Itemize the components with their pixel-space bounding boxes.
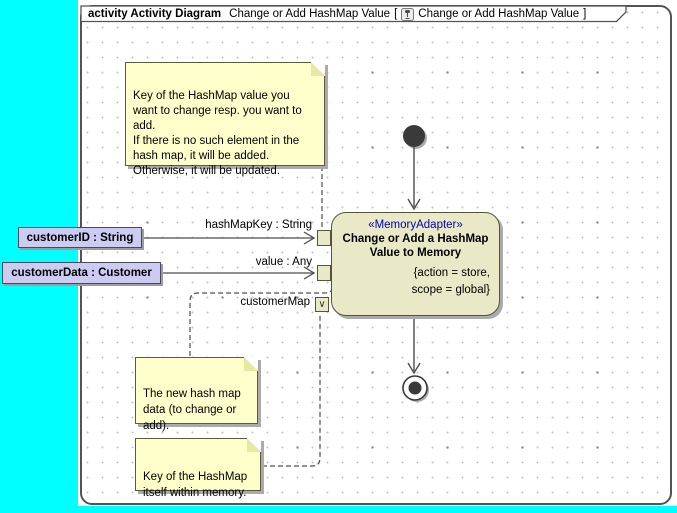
parameter-node-customerdata[interactable]: customerData : Customer	[2, 262, 161, 284]
action-node-change-or-add-hashmap-value[interactable]: «MemoryAdapter» Change or Add a HashMap …	[331, 212, 500, 316]
action-tagged-values: {action = store, scope = global}	[411, 267, 490, 296]
canvas-background-bottom	[0, 506, 677, 513]
pin-chevron-glyph: ∨	[318, 299, 326, 310]
parameter-label: customerID : String	[26, 231, 134, 244]
input-pin-value[interactable]	[317, 265, 331, 281]
frame-title-bracket-open: [	[394, 8, 398, 20]
parameter-label: customerData : Customer	[11, 267, 152, 279]
note-hashmap-key-description[interactable]: Key of the HashMap value you want to cha…	[125, 62, 325, 177]
canvas-background-left	[0, 0, 78, 513]
frame-title-context-name: Change or Add HashMap Value	[418, 8, 580, 20]
note-new-hash-map-data[interactable]: The new hash map data (to change or add)…	[135, 357, 258, 432]
note-text: The new hash map data (to change or add)…	[143, 388, 241, 432]
frame-title-bracket-close: ]	[583, 8, 587, 20]
action-stereotype: «MemoryAdapter»	[368, 219, 463, 231]
input-pin-hashmapkey[interactable]	[317, 230, 331, 246]
frame-title: activity Activity Diagram Change or Add …	[88, 7, 586, 21]
note-text: Key of the HashMap value you want to cha…	[133, 90, 302, 177]
parameter-node-customerid[interactable]: customerID : String	[18, 227, 142, 248]
note-key-of-hashmap-memory[interactable]: Key of the HashMap itself within memory.	[135, 438, 261, 499]
input-pin-customermap[interactable]: ∨	[315, 297, 329, 312]
activity-diagram-icon	[401, 7, 415, 21]
pin-label-hashmapkey: hashMapKey : String	[205, 219, 312, 231]
action-name: Change or Add a HashMap Value to Memory	[342, 233, 489, 259]
pin-label-value: value : Any	[255, 256, 312, 268]
note-text: Key of the HashMap itself within memory.	[143, 471, 248, 499]
frame-title-keyword: activity Activity Diagram	[88, 8, 222, 20]
pin-label-customermap: customerMap	[240, 296, 310, 308]
frame-title-diagram-name: Change or Add HashMap Value	[229, 8, 391, 20]
